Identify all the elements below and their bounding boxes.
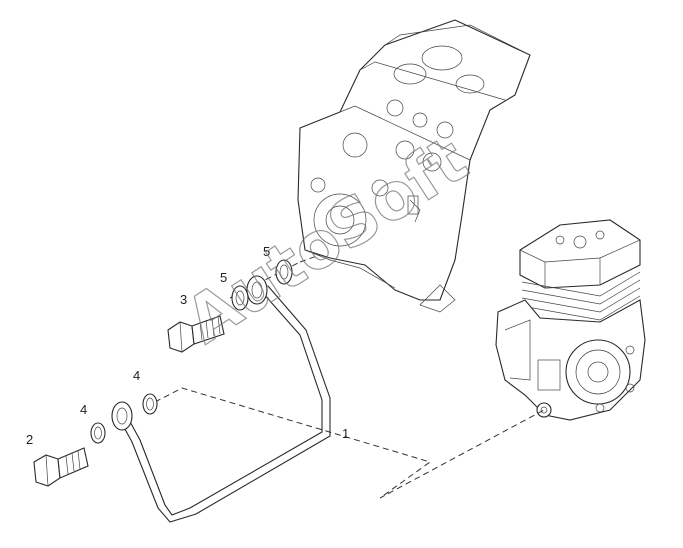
callout-part-4-upper: 4 — [133, 368, 140, 383]
washer-part-5-lower — [231, 285, 249, 311]
washer-part-4-upper — [142, 393, 158, 415]
callouts: 1 2 3 4 4 5 5 — [26, 244, 349, 447]
callout-part-2: 2 — [26, 432, 33, 447]
banjo-bolt-part-3 — [167, 315, 225, 353]
callout-part-1: 1 — [342, 426, 349, 441]
callout-part-5-upper: 5 — [263, 244, 270, 259]
washer-part-5-upper — [275, 259, 293, 285]
air-compressor — [495, 219, 646, 421]
pipe-part-1 — [111, 275, 331, 523]
callout-part-3: 3 — [180, 292, 187, 307]
engine-block — [297, 19, 531, 313]
washer-part-4-lower — [90, 422, 106, 444]
banjo-bolt-part-2 — [33, 447, 89, 487]
watermark-text: AutoSoft — [173, 123, 480, 358]
callout-part-5-lower: 5 — [220, 270, 227, 285]
callout-part-4-lower: 4 — [80, 402, 87, 417]
